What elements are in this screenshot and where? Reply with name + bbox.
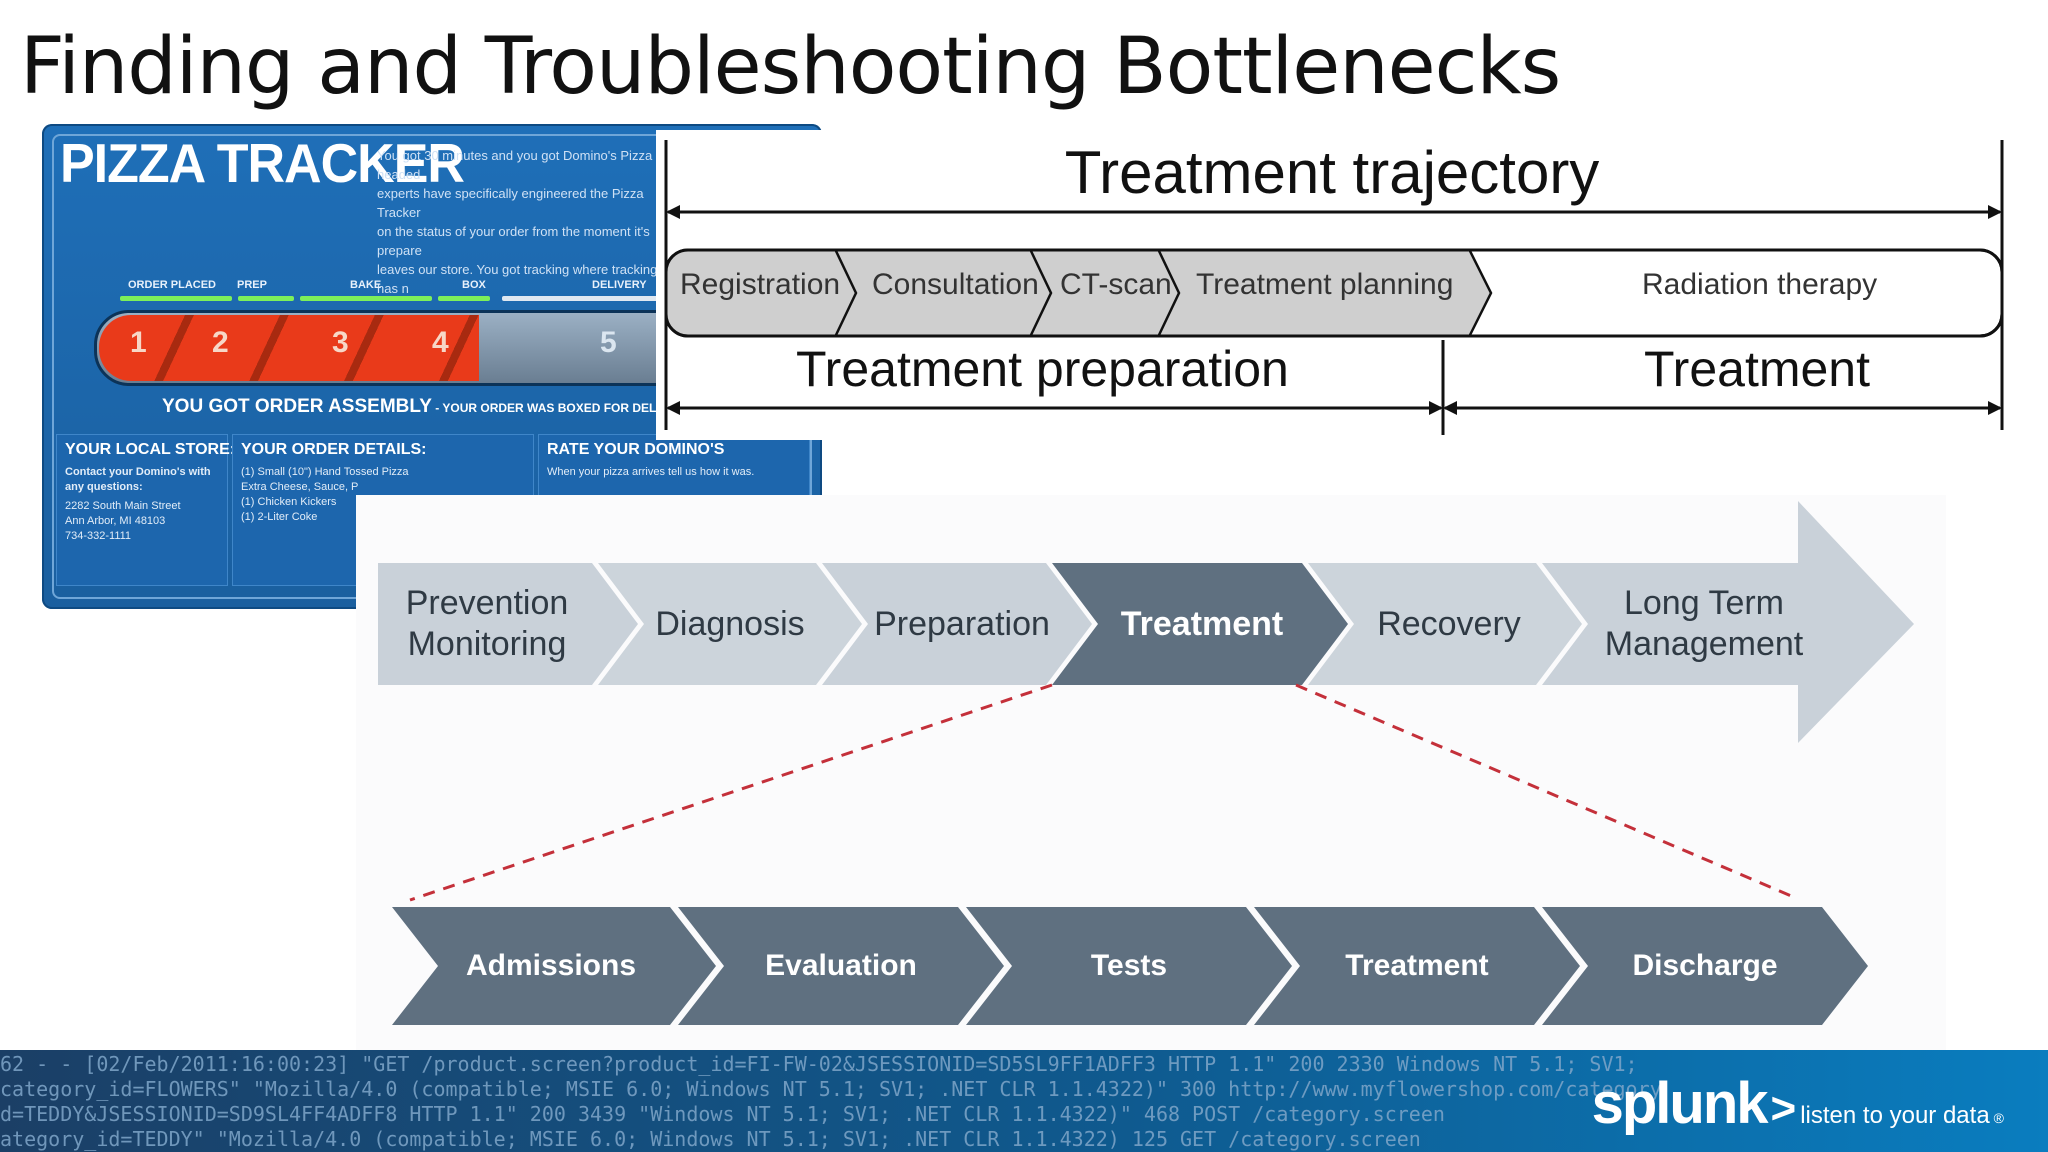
journey-step-treatment: Treatment (1120, 604, 1284, 643)
stage-label-prep: PREP (237, 279, 267, 291)
chevron-treatment-sub (1254, 907, 1580, 1025)
stage-indicator (438, 296, 490, 301)
zoom-connector-right (1295, 683, 1797, 900)
pizza-tracker-intro: You got 30 minutes and you got Domino's … (377, 148, 658, 296)
chevron-diagnosis (598, 563, 862, 685)
slide-title: Finding and Troubleshooting Bottlenecks (20, 22, 1561, 112)
zoom-connector-left (409, 683, 1053, 902)
sub-step-treatment: Treatment (1345, 949, 1489, 982)
chevron-evaluation (678, 907, 1004, 1025)
stage-number: 1 (130, 326, 147, 359)
stage-indicator-pending (502, 296, 662, 301)
trajectory-title: Treatment trajectory (1064, 139, 1600, 206)
sub-step-tests: Tests (1090, 949, 1168, 982)
journey-step-long-term: Long Term Management (1604, 584, 1804, 663)
phase-treatment-preparation: Treatment preparation (796, 341, 1289, 397)
stage-number: 5 (600, 326, 617, 359)
local-store-box: YOUR LOCAL STORE: Contact your Domino's … (56, 434, 236, 586)
stage-number: 3 (332, 326, 349, 359)
trajectory-lines (664, 140, 2004, 435)
step-registration: Registration (680, 268, 841, 301)
chevron-recovery (1308, 563, 1582, 685)
chevron-discharge (1542, 907, 1868, 1025)
trademark-symbol: ® (1993, 1110, 2004, 1126)
stage-label-delivery: DELIVERY (592, 279, 647, 291)
step-separator (1029, 250, 1053, 336)
stage-indicator (120, 296, 232, 301)
stage-indicator (300, 296, 432, 301)
patient-journey-diagram: Prevention Monitoring Diagnosis Preparat… (356, 495, 1946, 1055)
stage-indicator (238, 296, 294, 301)
splunk-logo: splunk (1591, 1071, 1769, 1136)
local-store-address: 2282 South Main Street Ann Arbor, MI 481… (65, 500, 181, 542)
log-line: ategory_id=TEDDY" "Mozilla/4.0 (compatib… (0, 1127, 1421, 1151)
stage-label-order-placed: ORDER PLACED (128, 279, 217, 291)
journey-step-recovery: Recovery (1377, 604, 1521, 643)
step-separator (834, 250, 858, 336)
order-details-items: (1) Small (10") Hand Tossed Pizza Extra … (241, 466, 409, 523)
chevron-treatment-active (1052, 563, 1348, 685)
journey-step-diagnosis: Diagnosis (655, 604, 805, 643)
chevron-long-term (1542, 501, 1914, 743)
splunk-brand: splunk > listen to your data ® (1592, 1070, 2004, 1137)
splunk-chevron: > (1770, 1084, 1797, 1133)
pizza-tracker-title: PIZZA TRACKER (60, 133, 465, 195)
step-separator (1468, 250, 1493, 336)
stage-label-bake: BAKE (350, 279, 382, 291)
log-line: 62 - - [02/Feb/2011:16:00:23] "GET /prod… (0, 1052, 1638, 1076)
order-details-heading: YOUR ORDER DETAILS: (241, 441, 427, 458)
completed-steps-fill (667, 251, 1491, 335)
chevron-admissions (392, 907, 716, 1025)
stage-number: 4 (432, 326, 449, 359)
step-separator (1157, 250, 1181, 336)
log-line: d=TEDDY&JSESSIONID=SD9SL4FF4ADFF8 HTTP 1… (0, 1102, 1445, 1126)
log-line: category_id=FLOWERS" "Mozilla/4.0 (compa… (0, 1077, 1662, 1101)
rate-text: When your pizza arrives tell us how it w… (547, 466, 755, 478)
progress-fill (99, 315, 479, 381)
sub-step-admissions: Admissions (465, 949, 637, 982)
splunk-tagline: listen to your data (1800, 1102, 1990, 1129)
sub-step-discharge: Discharge (1632, 949, 1778, 982)
journey-shapes (378, 501, 1914, 1025)
sub-step-evaluation: Evaluation (765, 949, 917, 982)
local-store-heading: YOUR LOCAL STORE: (65, 441, 236, 458)
phase-treatment: Treatment (1644, 341, 1871, 397)
step-radiation-therapy: Radiation therapy (1642, 268, 1878, 301)
treatment-trajectory-diagram: Treatment trajectory Registration Consul… (656, 130, 2008, 440)
rate-heading: RATE YOUR DOMINO'S (547, 441, 725, 458)
chevron-preparation (822, 563, 1092, 685)
step-ct-scan: CT-scan (1060, 268, 1172, 301)
chevron-tests (966, 907, 1292, 1025)
local-store-contact: Contact your Domino's with any questions… (65, 466, 211, 493)
journey-step-prevention: Prevention Monitoring (405, 584, 569, 663)
step-treatment-planning: Treatment planning (1196, 268, 1454, 301)
chevron-prevention (378, 563, 638, 685)
order-status-main: YOU GOT ORDER ASSEMBLY (162, 396, 432, 417)
step-consultation: Consultation (872, 268, 1039, 301)
stage-label-box: BOX (462, 279, 486, 291)
stage-number: 2 (212, 326, 229, 359)
footer-band: 62 - - [02/Feb/2011:16:00:23] "GET /prod… (0, 1050, 2048, 1152)
journey-step-preparation: Preparation (874, 604, 1050, 643)
